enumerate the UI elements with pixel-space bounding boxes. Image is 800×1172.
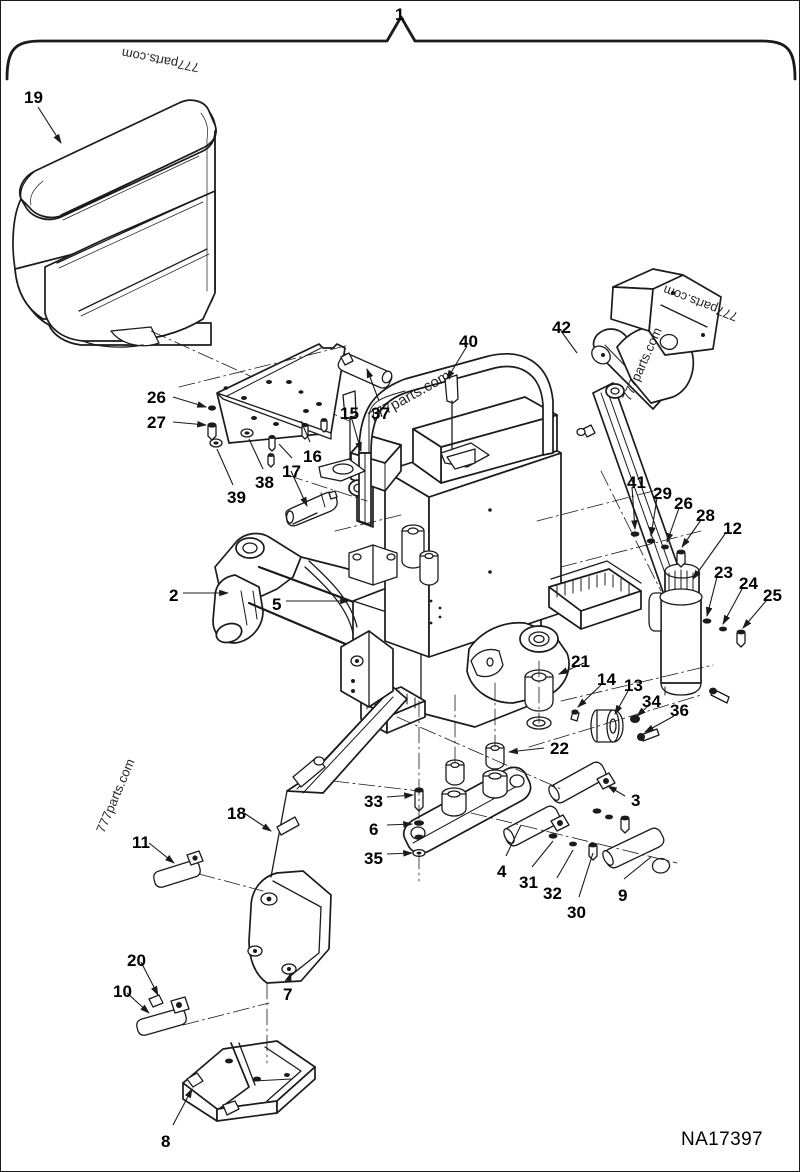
leader-lines: [37, 106, 767, 1126]
callout-37: 37: [371, 404, 390, 423]
plate-fasteners: [207, 405, 338, 527]
callout-2: 2: [169, 586, 179, 605]
callout-1: 1: [395, 5, 405, 24]
callout-19: 19: [24, 88, 43, 107]
link-bar-assembly: [402, 742, 532, 858]
callout-35: 35: [364, 849, 383, 868]
pins-and-shafts: [292, 352, 746, 874]
callout-39: 39: [227, 488, 246, 507]
callout-32: 32: [543, 884, 562, 903]
callout-14: 14: [597, 670, 616, 689]
callout-18: 18: [227, 804, 246, 823]
callout-11: 11: [132, 833, 150, 852]
part-12-hydraulic-cylinder: [648, 563, 703, 696]
callout-26-top: 26: [147, 388, 166, 407]
callout-24: 24: [739, 574, 758, 593]
callout-7: 7: [283, 985, 293, 1004]
callout-40: 40: [459, 332, 478, 351]
part-8-mount-bracket: [182, 1040, 316, 1122]
callout-25: 25: [763, 586, 782, 605]
callout-16: 16: [303, 447, 322, 466]
callout-13: 13: [624, 676, 643, 695]
callout-22: 22: [550, 739, 569, 758]
callout-17: 17: [282, 462, 301, 481]
callout-21: 21: [571, 652, 590, 671]
callout-28: 28: [696, 506, 715, 525]
callout-12: 12: [723, 519, 742, 538]
callout-31: 31: [519, 873, 538, 892]
lower-left-pins: [136, 850, 204, 1036]
callout-4: 4: [497, 862, 507, 881]
callout-33: 33: [364, 792, 383, 811]
callout-3: 3: [631, 791, 641, 810]
right-lift-arm: [247, 268, 722, 984]
part-19-seat: [12, 99, 217, 348]
callout-36: 36: [670, 701, 689, 720]
callout-42: 42: [552, 318, 571, 337]
callout-26-right: 26: [674, 494, 693, 513]
drawing-number: NA17397: [680, 1129, 763, 1150]
callout-23: 23: [714, 563, 733, 582]
callout-15: 15: [340, 404, 359, 423]
callout-8: 8: [161, 1132, 171, 1151]
callout-34: 34: [642, 692, 661, 711]
callout-30: 30: [567, 903, 586, 922]
center-lines: [178, 344, 714, 1064]
callout-9: 9: [618, 886, 628, 905]
callout-27: 27: [147, 413, 166, 432]
callout-29: 29: [653, 484, 672, 503]
callout-10: 10: [113, 982, 132, 1001]
callout-5: 5: [272, 595, 282, 614]
callout-41: 41: [627, 473, 646, 492]
front-yoke: [466, 621, 570, 730]
callout-38: 38: [255, 473, 274, 492]
callout-6: 6: [369, 820, 379, 839]
callout-20: 20: [127, 951, 146, 970]
tread-step: [548, 560, 642, 630]
